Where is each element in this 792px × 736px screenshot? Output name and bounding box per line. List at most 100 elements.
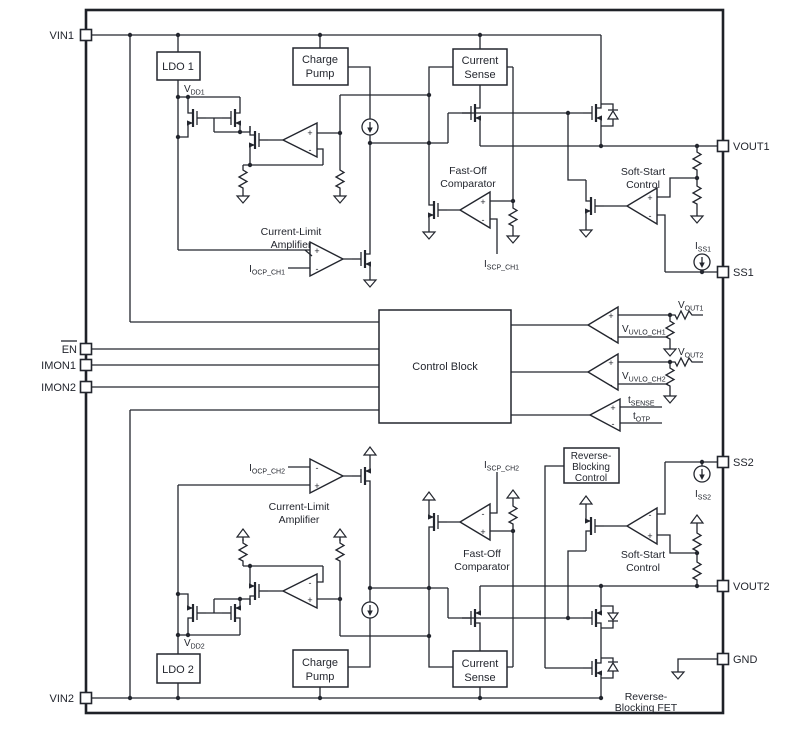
charge-pump-current-source-ch2 (361, 601, 379, 619)
fast-off-label-ch1: Fast-Off (449, 165, 487, 177)
minus-sign: - (482, 215, 485, 225)
resistor (665, 365, 675, 389)
ground-icon (663, 344, 677, 357)
current-sense-bottom-label: Current (462, 658, 499, 670)
minus-sign: - (612, 419, 615, 429)
mirror-fet (185, 597, 208, 629)
vin2-label: VIN2 (50, 693, 74, 705)
plus-sign: + (647, 531, 652, 541)
ground-icon (333, 191, 347, 204)
fast-off-label-ch2: Fast-Off (463, 548, 501, 560)
plus-sign: + (314, 481, 319, 491)
ss1-label: SS1 (733, 267, 754, 279)
resistor (238, 540, 248, 564)
plus-sign: + (647, 193, 652, 203)
current-sense-top-label: Sense (464, 69, 495, 81)
control-block (378, 309, 512, 424)
charge-pump-bottom-label: Pump (306, 671, 335, 683)
soft-start-amplifier-ch1 (625, 186, 658, 226)
ground-icon (506, 231, 520, 244)
vout1-signal: VOUT1 (678, 300, 703, 313)
imon2-label: IMON2 (41, 382, 76, 394)
current-sense-bottom-block (452, 650, 508, 688)
imon1-label: IMON1 (41, 360, 76, 372)
current-limit-amplifier-ch1 (309, 240, 345, 278)
pin-imon1 (79, 358, 93, 372)
resistor (692, 183, 702, 207)
signal-labels: VDD1 VDD2 IOCP_CH1 ISCP_CH1 IOCP_CH2 ISC… (184, 84, 711, 651)
totp-signal: tOTP (633, 411, 651, 424)
iss2-signal: ISS2 (695, 489, 711, 502)
minus-sign: - (610, 333, 613, 343)
error-amplifier-ch1 (281, 121, 318, 159)
current-limit-label-ch2: Amplifier (279, 514, 320, 526)
current-sense-top-label: Current (462, 55, 499, 67)
supply-arrow-icon (506, 489, 520, 503)
iscp-ch2-signal: ISCP_CH2 (484, 460, 519, 473)
pin-vin2 (79, 691, 93, 705)
resistor (335, 167, 345, 191)
tsense-signal: tSENSE (628, 395, 655, 408)
vout1-label: VOUT1 (733, 141, 770, 153)
ground-icon (663, 391, 677, 404)
supply-arrow-icon (236, 528, 250, 542)
ground-icon (363, 275, 377, 288)
iss1-signal: ISS1 (695, 241, 711, 254)
iscp-ch1-signal: ISCP_CH1 (484, 259, 519, 272)
vuvlo-ch2-signal: VUVLO_CH2 (622, 371, 666, 384)
minus-sign: - (316, 463, 319, 473)
ldo2-label: LDO 2 (162, 664, 194, 676)
plus-sign: + (608, 311, 613, 321)
amplifiers (281, 121, 658, 610)
vout2-signal: VOUT2 (678, 347, 703, 360)
minus-sign: - (309, 578, 312, 588)
pin-ss2 (716, 455, 730, 469)
current-limit-label-ch1: Amplifier (271, 239, 312, 251)
junction-dots (127, 32, 705, 701)
soft-start-current-source-ch2 (693, 465, 711, 483)
pins (79, 28, 730, 705)
vdd1-signal: VDD1 (184, 84, 205, 97)
charge-pump-top-label: Charge (302, 54, 338, 66)
current-limit-label-ch2: Current-Limit (269, 501, 330, 513)
temp-comparator (588, 397, 621, 433)
amp-polarity: + - + - + - + - + - + - + - - + - + - + … (307, 128, 652, 605)
rbc-label: Blocking (572, 462, 610, 473)
pin-vout2 (716, 579, 730, 593)
supply-arrow-icon (363, 446, 377, 460)
ground-icon (236, 191, 250, 204)
pin-ss1 (716, 265, 730, 279)
ss2-label: SS2 (733, 457, 754, 469)
ground-symbols (236, 191, 704, 680)
plus-sign: + (307, 128, 312, 138)
soft-start-fet-ch1 (583, 190, 606, 222)
ldo1-label: LDO 1 (162, 61, 194, 73)
error-amplifier-ch2 (281, 572, 318, 610)
resistor (508, 503, 518, 527)
pass-fet-ch2 (581, 602, 604, 634)
pin-gnd (716, 652, 730, 666)
vuvlo-ch1-signal: VUVLO_CH1 (622, 324, 666, 337)
charge-pump-top-label: Pump (306, 68, 335, 80)
cascode-fet (247, 575, 270, 607)
current-limit-amplifier-ch2 (309, 457, 345, 495)
mirror-fet (185, 102, 208, 134)
pass-fet-ch1 (581, 97, 604, 129)
soft-start-label-ch2: Soft-Start (621, 549, 665, 561)
fast-off-comparator-ch2 (458, 502, 491, 542)
gnd-label: GND (733, 654, 758, 666)
soft-start-label-ch1: Soft-Start (621, 166, 665, 178)
control-block-label: Control Block (412, 361, 478, 373)
plus-sign: + (608, 358, 613, 368)
current-sense-bottom-label: Sense (464, 672, 495, 684)
charge-pump-current-source-ch1 (361, 118, 379, 136)
reverse-blocking-fet-label: Reverse- (625, 691, 668, 703)
minus-sign: - (649, 510, 652, 520)
annotation-labels: Current-Limit Amplifier Fast-Off Compara… (261, 165, 678, 714)
supply-arrow-icon (422, 491, 436, 505)
plus-sign: + (307, 595, 312, 605)
charge-pump-bottom-label: Charge (302, 657, 338, 669)
uvlo-comparator-ch2 (586, 352, 619, 392)
vin1-label: VIN1 (50, 30, 74, 42)
